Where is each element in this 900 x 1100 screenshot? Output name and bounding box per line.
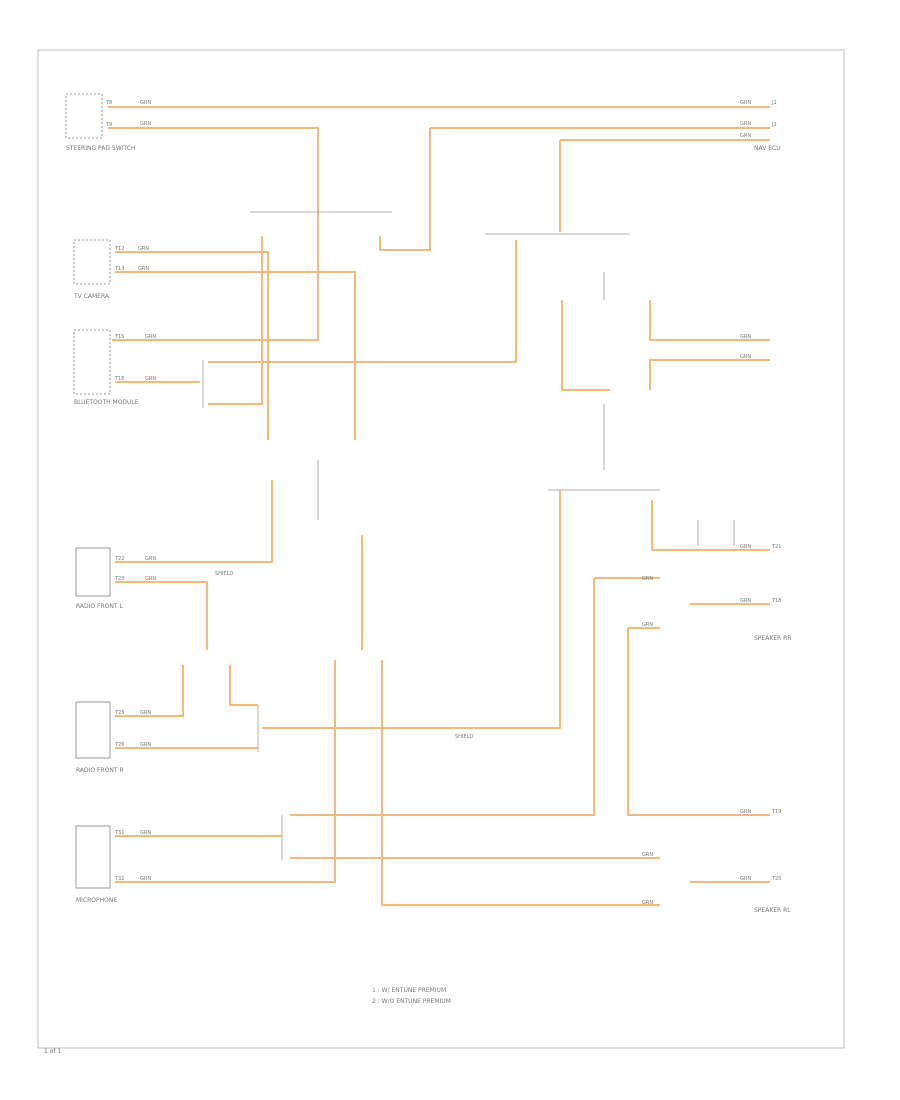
radio-front-l-box [75,547,111,597]
wire [115,271,356,440]
pin-label: T21 [771,544,781,550]
wire-label: GRN [145,334,156,340]
pin-label: T18 [771,598,781,604]
radio-front-l-label: RADIO FRONT L [76,603,123,610]
wire-label: SHIELD [455,734,473,740]
radio-front-r-box [75,701,111,759]
wire [115,581,208,650]
wire-label: GRN [740,133,751,139]
diagram-frame [37,49,845,1049]
pin-label: T16 [114,376,124,382]
wire-label: GRN [140,876,151,882]
microphone-box [75,825,111,889]
component-boxes [65,93,111,889]
wire [262,490,561,729]
pin-label: T15 [114,334,124,340]
speaker-rl-label: SPEAKER RL [754,907,791,914]
pin-label: J1 [771,100,777,106]
wire-label: GRN [740,100,751,106]
wire-label: GRN [140,121,151,127]
wire [561,300,610,391]
pin-label: T32 [114,876,124,882]
pin-label: T12 [114,246,124,252]
wire [290,578,595,816]
wire-label: GRN [740,354,751,360]
wire-label: GRN [740,334,751,340]
wire-label: GRN [140,742,151,748]
wire-label: GRN [140,100,151,106]
legend-item-1: 1 : W/ ENTUNE PREMIUM [372,987,446,994]
wire-label: GRN [740,544,751,550]
wire-label: GRN [642,576,653,582]
wire [381,660,660,906]
bluetooth-box [73,329,111,395]
radio-front-r-label: RADIO FRONT R [76,767,124,774]
wire-label: GRN [138,266,149,272]
pin-label: T19 [771,809,781,815]
microphone-label: MICROPHONE [76,897,117,904]
wire [115,660,336,883]
wire [649,300,770,341]
wire [108,127,319,341]
wire-label: GRN [740,121,751,127]
pin-label: T9 [105,122,112,128]
wire-label: GRN [740,809,751,815]
pin-label: T25 [114,710,124,716]
page-mark: 1 of 1 [44,1048,61,1055]
wire [649,359,770,390]
wire-label: GRN [642,852,653,858]
wire-label: GRN [740,598,751,604]
wire [379,128,431,251]
pin-label: T8 [105,100,112,106]
steering-pad-label: STEERING PAD SWITCH [66,145,135,152]
tv-camera-box [73,239,111,285]
wire [115,251,269,440]
wire-label: GRN [642,622,653,628]
wire [208,236,263,405]
wire-label: GRN [145,556,156,562]
bluetooth-label: BLUETOOTH MODULE [74,399,139,406]
nav-ecu-label: NAV ECU [754,145,781,152]
wire [115,665,184,717]
pin-labels: T8 T9 T12 T13 T15 T16 T22 T23 T25 T26 T3… [105,100,781,882]
legend: 1 : W/ ENTUNE PREMIUM 2 : W/O ENTUNE PRE… [372,987,451,1005]
tv-camera-label: TV CAMERA [73,293,110,300]
bus-lines [202,211,735,860]
wire [208,240,517,363]
wire-label: GRN [740,876,751,882]
wire-label: SHIELD [215,571,233,577]
wire-color-labels: GRN GRN GRN GRN GRN GRN GRN GRN GRN GRN … [138,100,751,906]
wire-label: GRN [140,830,151,836]
speaker-rr-label: SPEAKER RR [754,635,791,642]
wire-label: GRN [642,900,653,906]
wire-label: GRN [145,576,156,582]
wire [229,665,258,706]
wire-label: GRN [145,376,156,382]
wire-group [108,106,770,906]
pin-label: T22 [114,556,124,562]
wire [651,500,770,551]
wire [115,480,273,563]
legend-item-2: 2 : W/O ENTUNE PREMIUM [372,998,451,1005]
pin-label: J2 [771,122,777,128]
component-labels: STEERING PAD SWITCH TV CAMERA BLUETOOTH … [66,145,791,914]
wire-label: GRN [140,710,151,716]
wire [627,628,770,816]
pin-label: T31 [114,830,124,836]
pin-label: T23 [114,576,124,582]
pin-label: T20 [771,876,781,882]
wire-label: GRN [138,246,149,252]
pin-label: T13 [114,266,124,272]
steering-pad-switch-box [65,93,103,139]
pin-label: T26 [114,742,124,748]
